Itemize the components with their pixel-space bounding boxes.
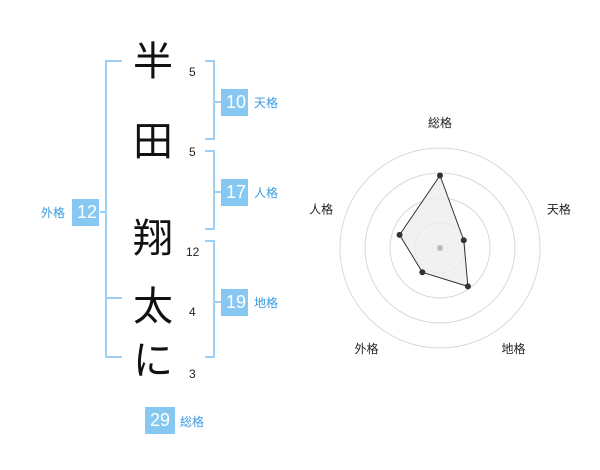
name-char-2: 田: [133, 119, 173, 165]
radar-axis-label-1: 総格: [428, 115, 452, 130]
gaikaku-badge: 12: [72, 199, 99, 226]
gaikaku-label: 外格: [41, 206, 66, 220]
soukaku-badge: 29: [145, 407, 175, 434]
tenkaku-bracket-top: [205, 60, 215, 62]
chikaku-bracket-top: [205, 240, 215, 242]
stroke-count-4: 4: [189, 305, 196, 319]
radar-polygon: [399, 174, 469, 288]
stroke-count-2: 5: [189, 145, 196, 159]
jinkaku-bracket: [213, 150, 215, 230]
chikaku-bracket: [213, 240, 215, 358]
jinkaku-label: 人格: [254, 186, 279, 200]
jinkaku-bracket-top: [205, 150, 215, 152]
name-char-3: 翔: [133, 216, 173, 262]
gaikaku-bracket: [105, 60, 107, 358]
gaikaku-bracket-mid: [105, 297, 122, 299]
stroke-count-5: 3: [189, 367, 196, 381]
tenkaku-label: 天格: [254, 96, 279, 110]
tenkaku-bracket-bottom: [205, 138, 215, 140]
stroke-count-1: 5: [189, 65, 196, 79]
chikaku-badge: 19: [221, 289, 248, 316]
gaikaku-bracket-top: [105, 60, 122, 62]
tenkaku-badge: 10: [221, 89, 248, 116]
stroke-count-3: 12: [186, 245, 200, 259]
radar-point-3: [464, 283, 471, 290]
chikaku-bracket-bottom: [205, 356, 215, 358]
soukaku-label: 総格: [180, 415, 205, 429]
jinkaku-bracket-bottom: [205, 228, 215, 230]
radar-center-dot: [437, 245, 443, 251]
chikaku-label: 地格: [254, 296, 279, 310]
radar-axis-label-4: 外格: [354, 341, 378, 356]
tenkaku-connector: [213, 101, 221, 103]
name-char-5: に: [133, 338, 173, 384]
gaikaku-connector: [100, 211, 107, 213]
gaikaku-bracket-bottom: [105, 356, 122, 358]
tenkaku-bracket: [213, 60, 215, 140]
radar-point-1: [437, 172, 443, 179]
name-char-1: 半: [133, 39, 173, 85]
radar-axis-label-5: 人格: [309, 201, 333, 216]
radar-ring-4: [339, 147, 541, 349]
radar-point-2: [460, 237, 467, 244]
radar-point-5: [396, 231, 403, 238]
radar-axis-label-2: 天格: [547, 201, 571, 216]
name-char-4: 太: [133, 284, 173, 330]
radar-point-4: [419, 269, 426, 276]
jinkaku-connector: [213, 191, 221, 193]
chikaku-connector: [213, 301, 221, 303]
radar-axis-label-3: 地格: [501, 341, 525, 356]
jinkaku-badge: 17: [221, 179, 248, 206]
